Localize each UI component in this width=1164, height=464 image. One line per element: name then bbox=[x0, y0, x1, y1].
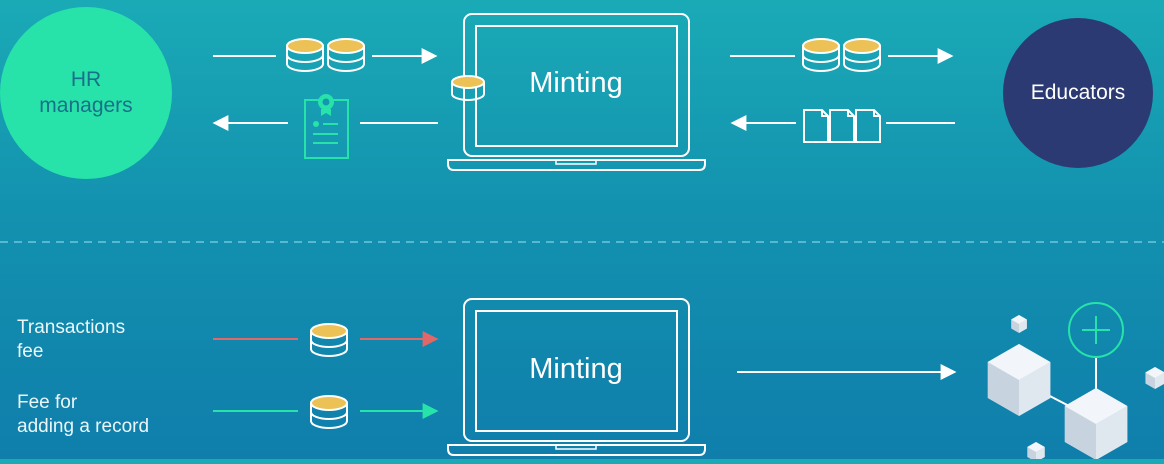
minting-label-top: Minting bbox=[529, 67, 623, 99]
transactions-fee-label: Transactions fee bbox=[17, 317, 126, 362]
coin-stack-icon bbox=[802, 38, 881, 72]
laptop-top bbox=[447, 13, 706, 171]
coin-icon bbox=[310, 323, 348, 357]
laptop-bottom bbox=[447, 298, 706, 456]
blockchain-cubes-icon bbox=[987, 302, 1164, 462]
hr-managers-label: HR managers bbox=[39, 68, 133, 117]
certificate-icon bbox=[304, 94, 349, 159]
record-fee-label: Fee for adding a record bbox=[17, 392, 150, 437]
educators-circle bbox=[1003, 18, 1153, 168]
educators-label: Educators bbox=[1030, 81, 1126, 104]
coin-icon bbox=[310, 395, 348, 429]
minting-label-bottom: Minting bbox=[529, 353, 623, 385]
hr-managers-circle bbox=[0, 7, 172, 179]
coin-stack-icon bbox=[286, 38, 365, 72]
document-icon bbox=[803, 109, 881, 143]
